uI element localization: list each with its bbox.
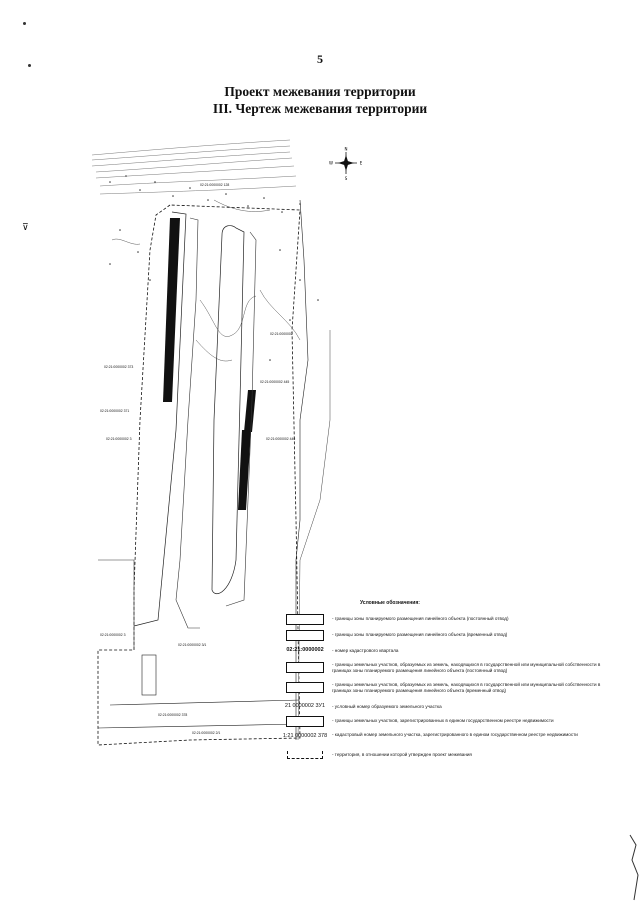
- legend-symbol-cadastral-number: 1:21 0000002 378: [282, 733, 328, 740]
- territory-boundary: [97, 204, 301, 746]
- right-permanent-strip-lower: [238, 430, 251, 510]
- right-corridor: [211, 225, 245, 595]
- compass-e: E: [360, 161, 363, 166]
- cad-label: 02:21:0000002 3/1: [178, 643, 206, 647]
- scatter-dots: [109, 175, 319, 361]
- cad-label: 02:21:0000002 2/1: [192, 731, 220, 735]
- legend-symbol-quarter-code: 02:21:0000002: [286, 647, 324, 654]
- page-number: 5: [317, 52, 323, 66]
- page-subtitle: III. Чертеж межевания территории: [212, 101, 428, 116]
- north-arrow-icon: N S W E: [329, 147, 363, 182]
- cad-label: 02:21:0000002 378: [158, 713, 187, 717]
- left-corridor-inner: [175, 217, 200, 629]
- contour-lines: [111, 199, 301, 362]
- cad-label: 02:21:0000002 371: [100, 409, 129, 413]
- right-permanent-strip-upper: [244, 390, 256, 432]
- right-road-edge: [297, 330, 331, 741]
- scan-speck: [23, 22, 26, 25]
- legend-title: Условные обозначения:: [360, 600, 420, 606]
- margin-mark-icon: ⊽: [22, 223, 29, 233]
- legend-symbol-territory: [284, 748, 326, 762]
- left-lower-parcel: [98, 559, 135, 650]
- left-corridor-outer: [133, 211, 187, 627]
- cad-label: 02:21:0000002 446: [266, 437, 295, 441]
- bottom-small-parcel: [141, 654, 157, 696]
- legend-symbol-temporary-zone: [284, 628, 326, 642]
- legend-symbol-registered-parcel: [284, 714, 326, 728]
- cad-label: 02:21:0000002: [270, 332, 293, 336]
- cad-label: 02:21:0000002 445: [260, 380, 289, 384]
- legend-symbol-temporary-parcel: [284, 680, 326, 694]
- scan-edge: [629, 834, 639, 901]
- terrain-hatch: [91, 139, 297, 195]
- legend-symbol-conditional-number: 21 0000002 3У1: [284, 703, 326, 710]
- bottom-parcel-line: [109, 699, 301, 706]
- bottom-strip: [97, 723, 301, 729]
- left-permanent-strip: [163, 218, 180, 402]
- scan-speck: [28, 64, 31, 67]
- legend-symbol-permanent-parcel: [284, 660, 326, 674]
- cad-label: 02:21:0000002 373: [104, 365, 133, 369]
- cad-label: 02:21:0000002 3: [100, 633, 126, 637]
- right-corridor-outer: [225, 231, 257, 607]
- legend-symbol-permanent-zone: [284, 612, 326, 626]
- cad-label: 02:21:0000002 128: [200, 183, 229, 187]
- cad-label: 02:21:0000002 3: [106, 437, 132, 441]
- page-title: Проект межевания территории: [224, 84, 416, 99]
- right-parcel-boundary: [295, 199, 309, 740]
- compass-w: W: [329, 161, 333, 166]
- compass-s: S: [345, 176, 348, 181]
- compass-n: N: [345, 147, 348, 152]
